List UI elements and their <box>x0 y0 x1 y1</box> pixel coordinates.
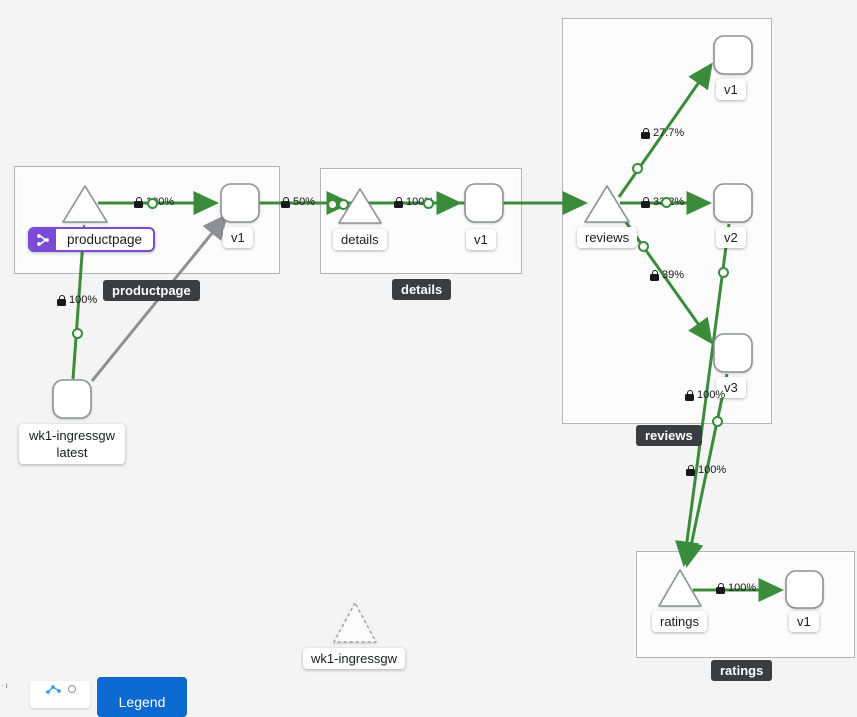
app-badge-icon <box>30 229 56 250</box>
productpage-service-label[interactable]: productpage <box>28 227 156 252</box>
mtls-lock-icon <box>685 389 694 401</box>
edge-circle-marker <box>72 328 83 339</box>
mtls-lock-icon <box>641 196 650 208</box>
ingress-workload-label[interactable]: wk1-ingressgw latest <box>19 424 125 464</box>
details-service-label[interactable]: details <box>333 229 387 250</box>
edge-circle-marker <box>712 416 723 427</box>
mtls-lock-icon <box>716 582 725 594</box>
group-box-details[interactable] <box>320 168 522 274</box>
edge-circle-marker <box>661 197 672 208</box>
mtls-lock-icon <box>650 269 659 281</box>
edge-pct: 100% <box>728 582 757 594</box>
edge-pct: 100% <box>697 389 726 401</box>
node-label-line1: wk1-ingressgw <box>29 428 115 443</box>
group-badge-productpage: productpage <box>103 280 200 301</box>
mtls-lock-icon <box>641 127 650 139</box>
edge-pct: 50% <box>293 196 316 208</box>
group-box-productpage[interactable] <box>14 166 280 274</box>
edge-circle-marker <box>423 198 434 209</box>
node-label: productpage <box>67 232 143 247</box>
mtls-lock-icon <box>686 464 695 476</box>
node-label-line2: latest <box>56 445 88 460</box>
ingress-service-triangle-idle[interactable] <box>333 602 377 643</box>
reviews-service-label[interactable]: reviews <box>577 227 638 248</box>
details-v1-label[interactable]: v1 <box>466 229 496 250</box>
edge-circle-marker <box>718 267 729 278</box>
ratings-v1-label[interactable]: v1 <box>789 611 819 632</box>
group-box-ratings[interactable] <box>636 551 855 658</box>
ingress-service-label[interactable]: wk1-ingressgw <box>303 648 405 669</box>
reviews-v2-label[interactable]: v2 <box>716 227 746 248</box>
edge-circle-marker <box>147 198 158 209</box>
edge-circle-marker <box>638 241 649 252</box>
cutoff-controls: ·ı <box>1 681 10 690</box>
edge-label-productpagev1-details[interactable]: 50% <box>281 196 315 208</box>
edge-circle-marker <box>338 199 349 210</box>
group-badge-ratings: ratings <box>711 660 773 681</box>
mtls-lock-icon <box>394 196 403 208</box>
edge-label-reviews-v1[interactable]: 27.7% <box>641 127 684 139</box>
edge-pct: 100% <box>698 464 727 476</box>
group-badge-details: details <box>392 279 452 300</box>
edge-label-reviewsv2-ratings[interactable]: 100% <box>686 464 726 476</box>
edge-label-ratings-v1[interactable]: 100% <box>716 582 756 594</box>
reviews-v1-label[interactable]: v1 <box>716 79 746 100</box>
mtls-lock-icon <box>134 196 143 208</box>
edge-pct: 100% <box>69 294 98 306</box>
edge-label-ingress-productpage[interactable]: 100% <box>57 294 97 306</box>
ingress-workload-node[interactable] <box>52 379 92 419</box>
layout-chip[interactable] <box>30 681 90 708</box>
edge-circle-marker <box>632 163 643 174</box>
edge-pct: 27.7% <box>653 127 685 139</box>
mtls-lock-icon <box>57 294 66 306</box>
mtls-lock-icon <box>281 196 290 208</box>
edge-label-reviews-v3[interactable]: 39% <box>650 269 684 281</box>
layout-circle-icon <box>67 685 76 693</box>
edge-label-reviewsv3-ratings[interactable]: 100% <box>685 389 725 401</box>
legend-button[interactable]: Legend <box>97 677 187 717</box>
graph-layout-icon <box>45 685 61 694</box>
group-badge-reviews: reviews <box>636 425 702 446</box>
productpage-v1-label[interactable]: v1 <box>223 227 253 248</box>
edge-pct: 39% <box>662 269 685 281</box>
edge-circle-marker <box>327 199 338 210</box>
ratings-service-label[interactable]: ratings <box>652 611 708 632</box>
